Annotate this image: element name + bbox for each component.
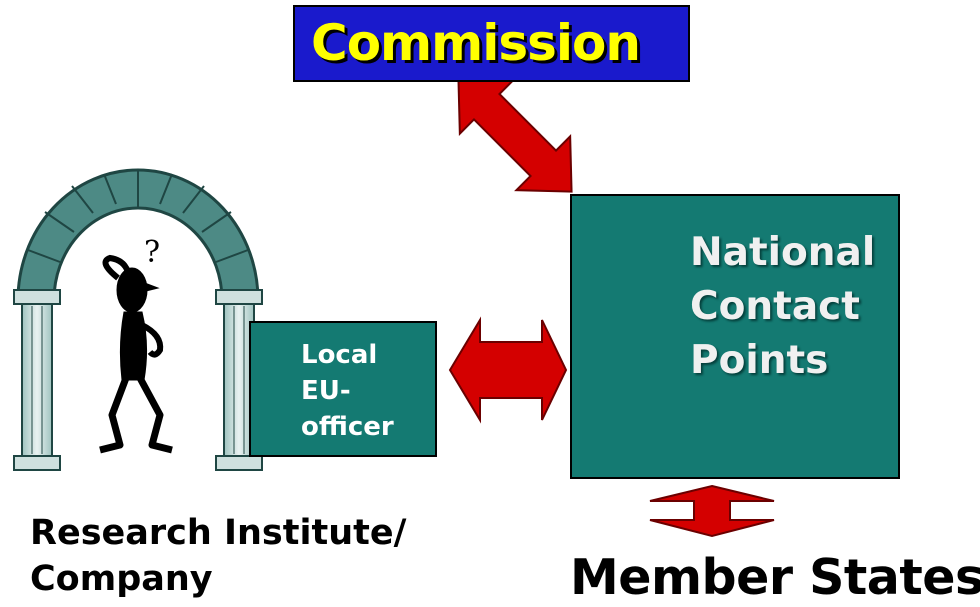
confused-person-icon: ? bbox=[99, 235, 173, 454]
local-eu-officer-box: Local EU- officer bbox=[249, 321, 437, 457]
svg-text:?: ? bbox=[144, 235, 160, 270]
arch-icon bbox=[13, 168, 263, 471]
commission-label: Commission bbox=[311, 14, 641, 72]
member-states-label: Member States bbox=[570, 549, 980, 606]
research-institute-label: Research Institute/ Company bbox=[30, 513, 407, 599]
double-arrow-icon bbox=[457, 77, 573, 193]
national-contact-points-label: National Contact Points bbox=[690, 230, 876, 383]
double-arrow-icon bbox=[649, 484, 775, 538]
local-eu-officer-label: Local EU- officer bbox=[301, 340, 394, 442]
commission-box: Commission bbox=[293, 5, 690, 82]
national-contact-points-box: National Contact Points bbox=[570, 194, 900, 479]
double-arrow-icon bbox=[448, 316, 568, 424]
